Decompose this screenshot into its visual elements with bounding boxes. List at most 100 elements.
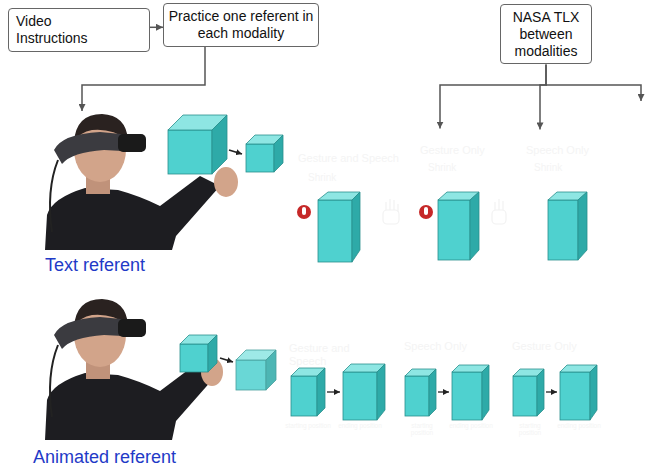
cube-face [291,376,317,416]
panel-outline [506,298,606,463]
headset-visor [118,319,146,337]
cube-face [438,200,470,260]
cube-face [236,360,266,390]
condition-panel: Gesture and SpeechShrink [292,100,408,295]
cube-face [405,376,429,416]
hand-palm [383,210,399,224]
cube-face [317,368,325,416]
panel-label: starting position [508,422,552,437]
panel-title: Speech Only [404,340,494,353]
headset-visor [118,134,146,152]
cube [405,369,436,416]
cube [168,115,227,174]
cube [452,365,489,420]
condition-panel: Speech OnlyShrink [520,100,620,295]
hand-fingers [386,199,398,212]
mic-circle [419,205,433,219]
cube-face [318,200,352,262]
arrow-connector [540,64,546,129]
panel-outline [292,100,408,295]
cube [548,192,587,260]
panel-label: ending position [448,422,494,429]
panel-shape [506,298,606,463]
cube [318,192,360,262]
cube-face [208,335,217,372]
cube [180,335,217,372]
person-body [45,361,220,440]
panel-title: Gesture and Speech [298,152,402,165]
cube-face [482,365,489,420]
panel-label: ending position [556,422,602,429]
cube-face [168,130,212,174]
cube-face [180,344,208,372]
panel-label: ending position [335,422,385,429]
process-box: Practice one referent in each modality [163,3,319,47]
arrow-connector [440,64,546,128]
cube [236,350,276,390]
mic-icon [419,205,433,219]
cube-face [246,144,274,172]
box-label: Video Instructions [16,13,116,47]
panel-shape [520,100,620,295]
figure-label: Animated referent [33,447,176,469]
mic-circle [297,205,311,219]
panel-title: Gesture Only [420,144,508,157]
headset-cable [50,345,58,417]
panel-label: starting position [400,422,444,437]
panel-outline [398,298,498,463]
cube-face [429,369,436,416]
process-box: NASA TLX between modalities [500,4,592,64]
cube-face [578,192,587,260]
cube [438,192,479,260]
figure-label: Text referent [45,255,145,277]
person-hand [214,167,238,197]
person-photo [45,299,223,440]
motion-arrow [327,391,340,392]
box-label: Practice one referent in each modality [168,8,314,42]
arrow-connector [150,27,163,29]
panel-outline [283,298,393,463]
panel-title: Gesture and Speech [289,342,389,367]
panel-outline [520,100,620,295]
panel-label: Shrink [534,162,604,174]
panel-shape [414,100,514,295]
cube-face [452,372,482,420]
panel-outline [414,100,514,295]
condition-panel: Gesture and Speech starting position endin… [283,298,393,463]
condition-panel: Gesture Onlystarting positionending posi… [506,298,606,463]
headset-cable [50,160,58,232]
condition-panel: Speech Only starting position ending posit… [398,298,498,463]
hand-icon [492,199,506,224]
cube-face [212,115,227,174]
box-label: NASA TLX between modalities [505,9,587,59]
cube-face [537,369,544,416]
motion-arrow [438,391,449,392]
cube [343,364,385,420]
panel-label: starting position [285,422,331,429]
cube [291,368,325,416]
condition-panel: Gesture OnlyShrink [414,100,514,295]
cube-face [548,200,578,260]
cube-face [377,364,385,420]
cube [246,135,283,172]
hand-fingers [495,199,503,210]
panel-shape [398,298,498,463]
cube-face [343,372,377,420]
cube-face [352,192,360,262]
motion-arrow [546,391,557,392]
cube-face [274,135,283,172]
panel-title: Speech Only [526,144,614,157]
motion-arrow [220,358,233,362]
cube [560,365,597,420]
hand-palm [492,210,506,224]
hand-icon [383,199,399,224]
person-body [45,176,220,250]
cube-face [266,350,276,390]
panel-shape [292,100,408,295]
mic-glyph [302,207,306,215]
panel-label: Shrink [428,162,498,174]
cube-face [590,365,597,420]
panel-shape [283,298,393,463]
